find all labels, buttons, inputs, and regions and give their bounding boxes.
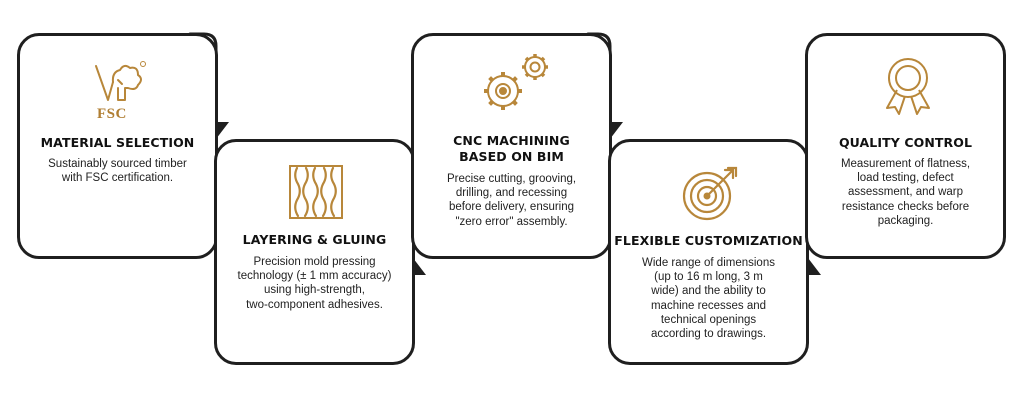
step-title: LAYERING & GLUING	[242, 232, 387, 247]
step-card-quality-control: QUALITY CONTROL Measurement of flatness,…	[805, 33, 1006, 259]
wood-grain-layers-icon	[289, 165, 343, 219]
award-badge-icon	[886, 58, 930, 115]
step-card-flexible-customization: FLEXIBLE CUSTOMIZATION Wide range of dim…	[608, 139, 809, 365]
step-description: Wide range of dimensions (up to 16 m lon…	[642, 257, 775, 341]
gears-icon	[484, 54, 548, 110]
step-title: QUALITY CONTROL	[838, 135, 973, 150]
step-title: MATERIAL SELECTION	[40, 135, 195, 150]
step-description: Precision mold pressing technology (± 1 …	[237, 256, 392, 311]
target-arrow-icon	[682, 166, 738, 221]
step-card-layering-gluing: LAYERING & GLUING Precision mold pressin…	[214, 139, 415, 365]
step-description: Precise cutting, grooving, drilling, and…	[446, 173, 577, 228]
step-card-cnc-machining: CNC MACHINING BASED ON BIM Precise cutti…	[411, 33, 612, 259]
fsc-logo-icon	[95, 61, 146, 101]
step-description: Measurement of flatness, load testing, d…	[840, 158, 971, 227]
step-card-material-selection: FSC MATERIAL SELECTION Sustainably sourc…	[17, 33, 218, 259]
fsc-logo-text: FSC	[97, 106, 127, 122]
step-description: Sustainably sourced timber with FSC cert…	[48, 158, 187, 185]
step-title: FLEXIBLE CUSTOMIZATION	[614, 233, 803, 248]
step-title: CNC MACHINING BASED ON BIM	[453, 133, 570, 164]
